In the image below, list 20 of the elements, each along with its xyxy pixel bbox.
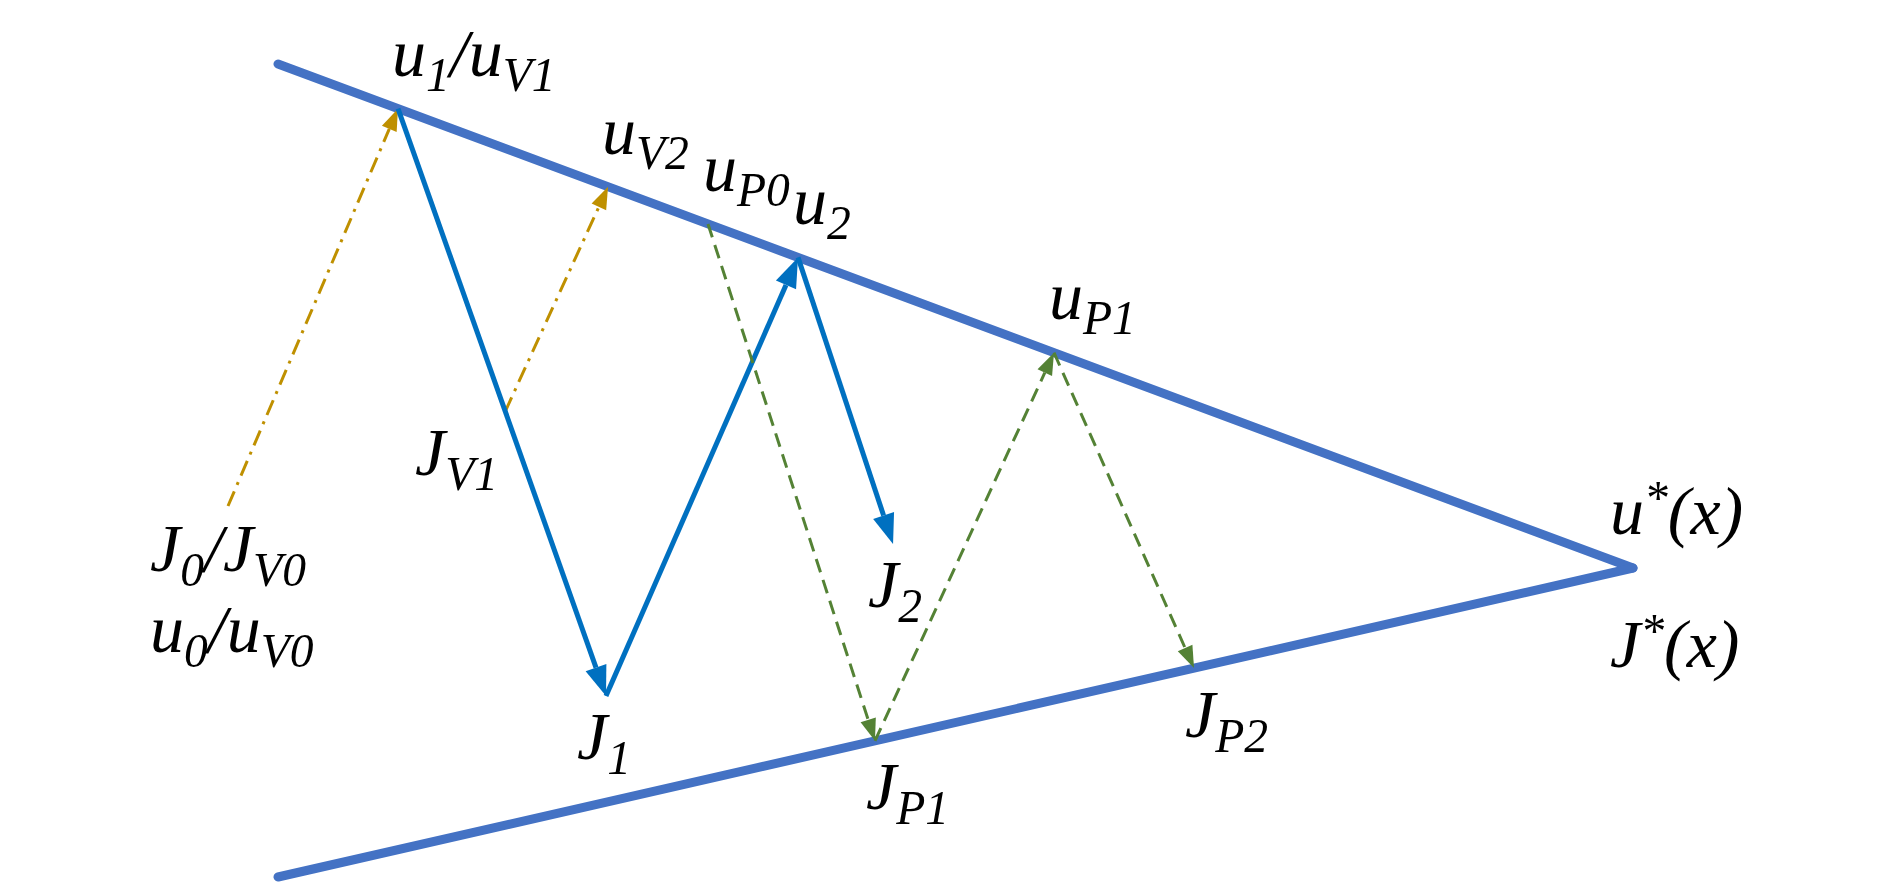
dashed-arrow — [873, 352, 1054, 742]
variable-label: J$_{P1}$ — [866, 752, 950, 833]
dashed-arrow — [706, 223, 876, 741]
dashed-arrow — [503, 186, 609, 413]
variable-label: u$_{1}$/u$_{V1}$ — [392, 19, 556, 100]
dashed-arrow — [1052, 352, 1195, 669]
variable-label: J$_{2}$ — [868, 550, 922, 631]
variable-label: u$_{P0}$ — [703, 134, 790, 215]
variable-label: J$_{P2}$ — [1185, 680, 1269, 761]
arrow — [603, 257, 799, 697]
variable-label: u$_{P1}$ — [1049, 262, 1136, 343]
dashed-arrow — [226, 108, 398, 507]
variable-label: u$_{2}$ — [793, 167, 851, 248]
variable-label: u$_{0}$/u$_{V0}$ — [150, 594, 314, 676]
arrow — [395, 107, 607, 696]
variable-label: J$_{1}$ — [577, 702, 631, 783]
variable-label: u$_{V2}$ — [602, 97, 689, 178]
arrow — [795, 256, 895, 544]
variable-label: J$_{V1}$ — [414, 418, 498, 499]
variable-label: J$_{0}$/J$_{V0}$ — [150, 514, 307, 595]
